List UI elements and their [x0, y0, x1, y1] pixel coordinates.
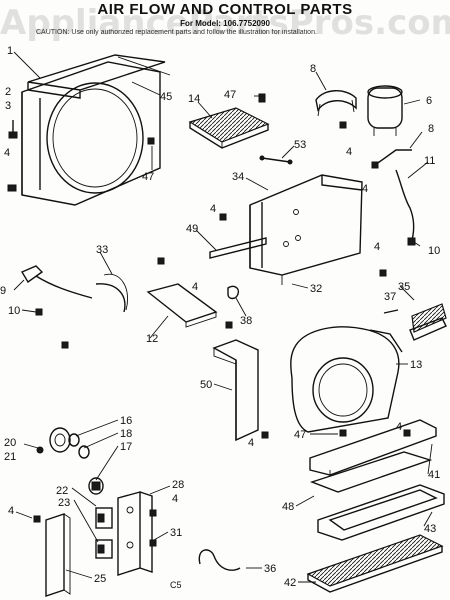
- tray-part-43: [317, 484, 445, 541]
- callout-10: 10: [428, 245, 440, 257]
- rod-part-53: [259, 155, 293, 165]
- callout-35: 35: [398, 281, 410, 293]
- callout-8b: 8: [428, 123, 434, 135]
- callout-20: 20: [4, 437, 16, 449]
- hold-strap-part-8b: [339, 121, 412, 169]
- callout-33: 33: [96, 244, 108, 256]
- callout-18: 18: [120, 428, 132, 440]
- callout-4i: 4: [172, 493, 178, 505]
- callout-4j: 4: [8, 505, 14, 517]
- callout-4b: 4: [346, 146, 352, 158]
- support-rail-part-49: [209, 213, 267, 259]
- callout-9: 9: [0, 285, 6, 297]
- base-pan-part-41: [309, 419, 437, 476]
- filter-pad-part-42: [306, 534, 444, 593]
- callout-21: 21: [4, 451, 16, 463]
- callout-4e: 4: [374, 241, 380, 253]
- callout-41: 41: [428, 469, 440, 481]
- callout-23: 23: [58, 497, 70, 509]
- capacitor-bracket-part-8: [315, 90, 357, 117]
- callout-11: 11: [424, 155, 435, 167]
- callout-53: 53: [294, 139, 306, 151]
- callout-22: 22: [56, 485, 68, 497]
- callout-12: 12: [146, 333, 158, 345]
- callout-28: 28: [172, 479, 184, 491]
- callout-labels: 1 2 3 4 45 47 14 47 8 6 8 4 53 4 11 34 4…: [0, 45, 440, 589]
- callout-50: 50: [200, 379, 212, 391]
- callout-10b: 10: [8, 305, 20, 317]
- callout-4c: 4: [362, 183, 368, 195]
- control-bracket-part-28: [117, 491, 157, 576]
- callout-8: 8: [310, 63, 316, 75]
- callout-43: 43: [424, 523, 436, 535]
- diagram-code: C5: [170, 580, 182, 590]
- blower-housing-part-13: [290, 326, 403, 433]
- bracket-plate-part-12: [146, 257, 233, 329]
- callout-47b: 47: [224, 89, 236, 101]
- callout-2: 2: [5, 86, 11, 98]
- callout-3: 3: [5, 100, 11, 112]
- callout-13: 13: [410, 359, 422, 371]
- callout-4g: 4: [248, 437, 254, 449]
- callout-36: 36: [264, 563, 276, 575]
- callout-45: 45: [160, 91, 172, 103]
- control-knobs-parts-16-21: [36, 427, 104, 495]
- callout-31: 31: [170, 527, 182, 539]
- panel-part-25: [33, 513, 71, 597]
- front-panel-part-1: [21, 54, 171, 206]
- callout-48: 48: [282, 501, 294, 513]
- callout-37: 37: [384, 291, 396, 303]
- callout-4h: 4: [396, 421, 402, 433]
- air-filter-part-14: [188, 93, 270, 149]
- callout-6: 6: [426, 95, 432, 107]
- clip-part-38: [227, 285, 240, 300]
- capacitor-part-6: [367, 85, 403, 136]
- callout-49: 49: [186, 223, 198, 235]
- callout-4: 4: [4, 147, 10, 159]
- leader-lines: [13, 51, 433, 583]
- wire-clip-part-36: [198, 549, 241, 571]
- caution-note: CAUTION: Use only authorized replacement…: [36, 29, 317, 36]
- power-cord-part-33: [20, 265, 128, 349]
- callout-32: 32: [310, 283, 322, 295]
- callout-17: 17: [120, 441, 132, 453]
- callout-42: 42: [284, 577, 296, 589]
- callout-38: 38: [240, 315, 252, 327]
- callout-34: 34: [232, 171, 244, 183]
- callout-4f: 4: [192, 281, 198, 293]
- callout-25: 25: [94, 573, 106, 585]
- callout-4d: 4: [210, 203, 216, 215]
- wire-part-11: [395, 169, 416, 246]
- callout-14: 14: [188, 93, 200, 105]
- callout-1: 1: [7, 45, 13, 57]
- callout-16: 16: [120, 415, 132, 427]
- partition-panel-part-34: [249, 174, 363, 285]
- switch-part-22: [95, 507, 113, 559]
- callout-47: 47: [142, 171, 154, 183]
- callout-47c: 47: [294, 429, 306, 441]
- channel-part-50: [212, 339, 269, 442]
- louver-part-35: [379, 269, 447, 341]
- screw-part-3: [7, 120, 155, 192]
- diagram-title: AIR FLOW AND CONTROL PARTS: [97, 1, 353, 18]
- model-number: For Model: 106.7752090: [180, 19, 270, 28]
